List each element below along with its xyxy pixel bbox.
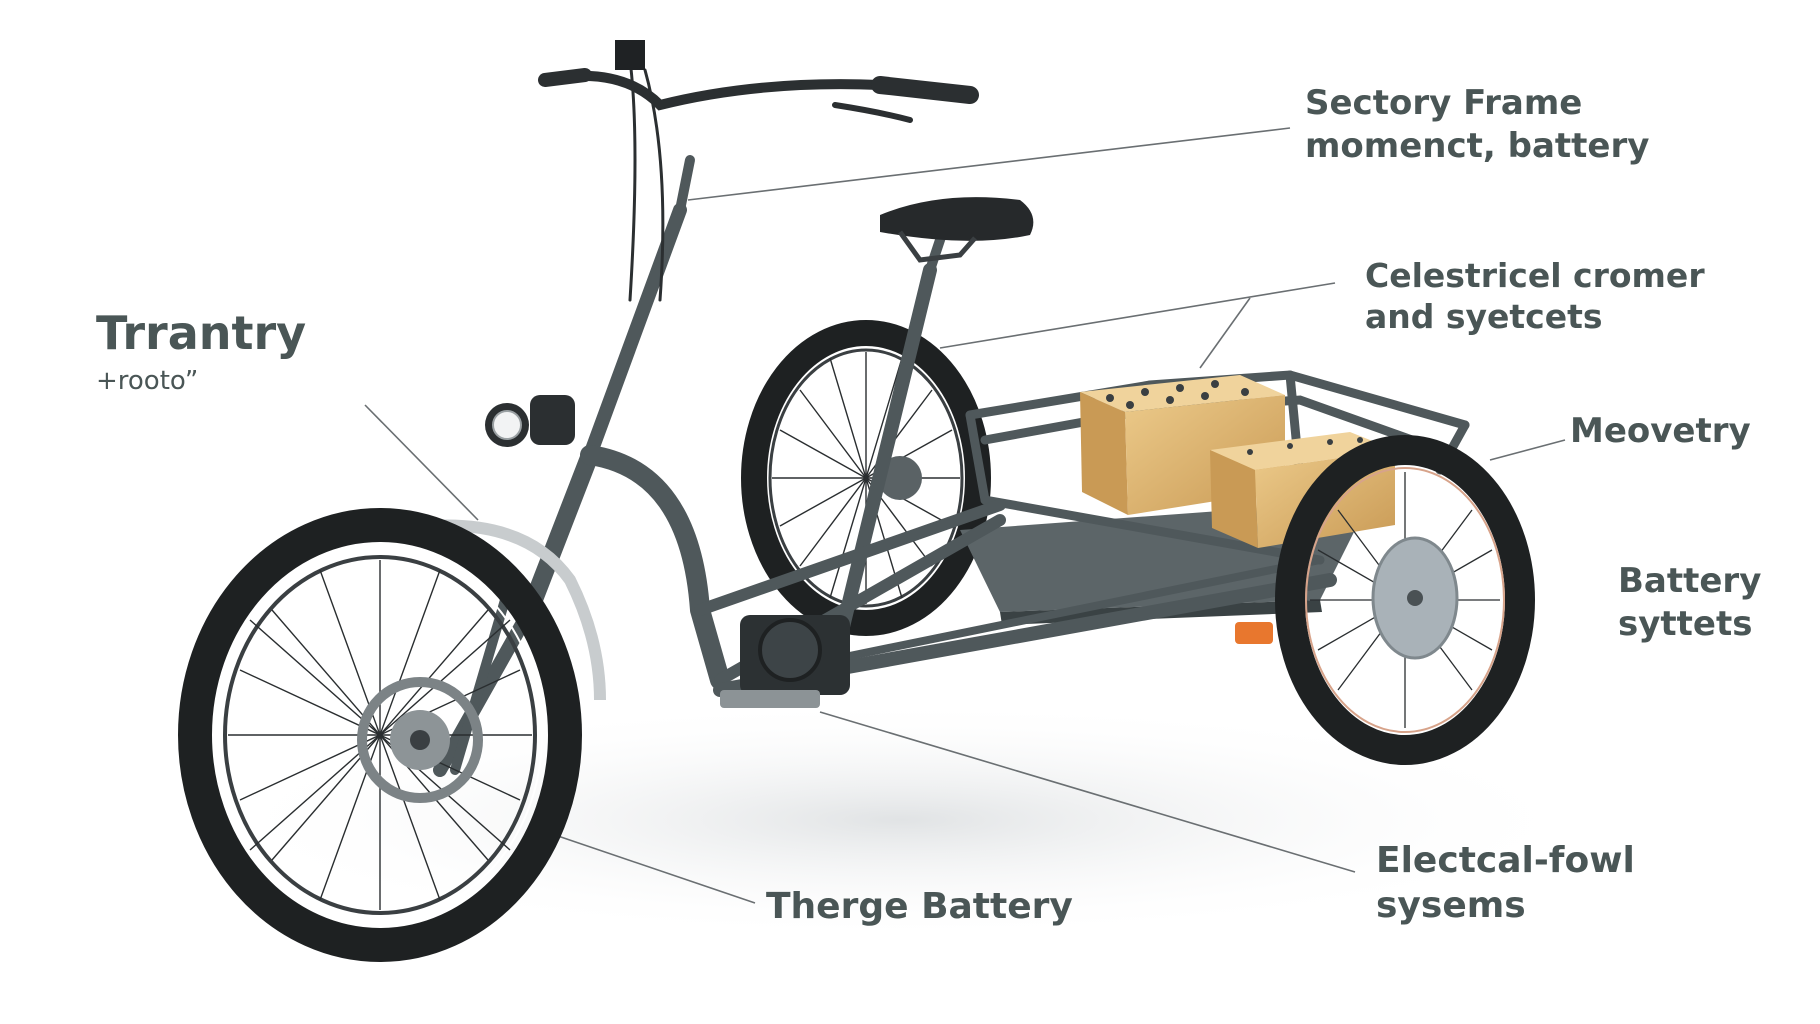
label-mid-right-line-2: and syetcets — [1365, 297, 1603, 337]
label-bottom-right: Electcal-fowl sysems — [1376, 838, 1635, 928]
label-top-right: Sectory Frame momenct, battery — [1305, 82, 1649, 167]
label-right-a-line-1: Meovetry — [1570, 411, 1751, 451]
leader-mid-right-branch — [1199, 297, 1251, 369]
reflector — [1235, 622, 1273, 644]
main-frame — [433, 155, 1337, 777]
saddle — [880, 197, 1034, 263]
motor-crank — [720, 615, 850, 708]
label-right-a: Meovetry — [1570, 410, 1751, 453]
leader-mid-right — [939, 282, 1336, 349]
label-right-b: Battery syttets — [1618, 560, 1761, 645]
label-left-sub: +rooto” — [96, 366, 199, 396]
label-right-b-line-2: syttets — [1618, 603, 1753, 644]
label-bottom-right-line-2: sysems — [1376, 885, 1526, 926]
label-mid-right-line-1: Celestricel cromer — [1365, 256, 1705, 295]
label-bottom-right-line-1: Electcal-fowl — [1376, 840, 1635, 881]
headlight — [485, 395, 575, 447]
leader-left — [364, 404, 479, 521]
leader-top-right — [687, 127, 1291, 201]
handlebar — [538, 40, 979, 302]
leader-right-a — [1489, 439, 1566, 461]
label-bottom-center-line-1: Therge Battery — [766, 886, 1073, 927]
rear-right-wheel — [1275, 435, 1535, 765]
leader-bottom-center — [554, 834, 756, 904]
label-right-b-line-1: Battery — [1618, 561, 1762, 601]
front-wheel — [178, 508, 606, 962]
label-mid-right: Celestricel cromer and syetcets — [1365, 255, 1705, 338]
leader-lines — [364, 127, 1566, 904]
label-left-title: Trrantry — [96, 306, 307, 360]
label-top-right-line-1: Sectory Frame — [1305, 83, 1583, 123]
leader-bottom-right — [819, 711, 1356, 873]
label-bottom-center: Therge Battery — [766, 884, 1073, 929]
label-top-right-line-2: momenct, battery — [1305, 125, 1650, 166]
